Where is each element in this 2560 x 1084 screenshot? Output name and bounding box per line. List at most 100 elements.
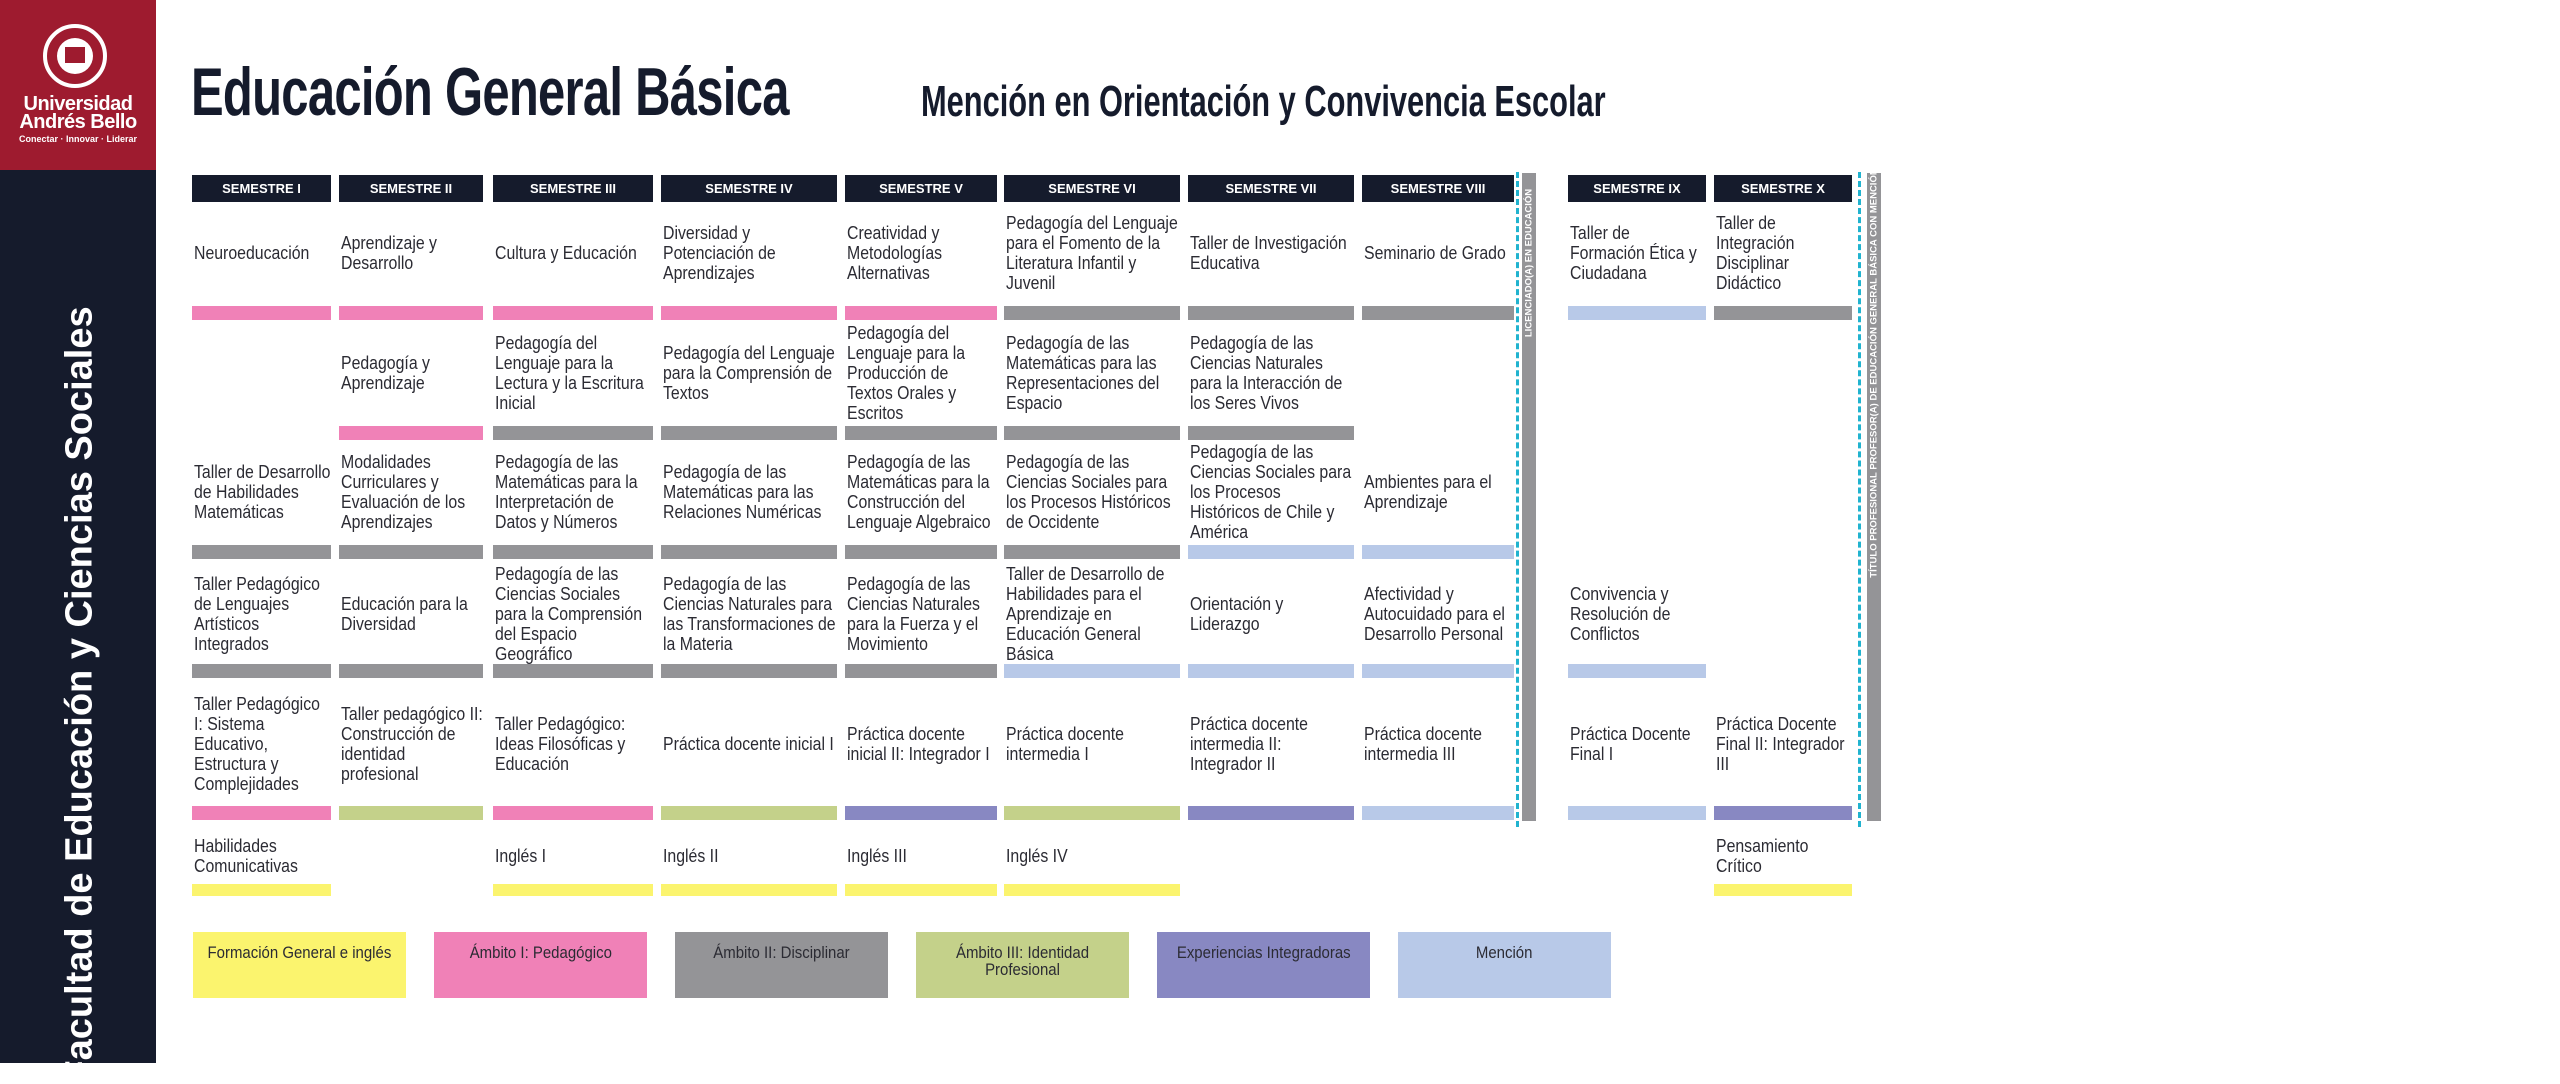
course-name: Pedagogía de las Ciencias Naturales para… — [663, 574, 836, 654]
course-category-bar — [493, 426, 653, 440]
course-name: Pedagogía y Aprendizaje — [341, 353, 430, 393]
legend-item: Mención — [1398, 932, 1611, 998]
course-name: Pedagogía de las Matemáticas para las Re… — [663, 462, 822, 522]
course-name: Inglés I — [495, 846, 547, 866]
course-name: Convivencia y Resolución de Conflictos — [1570, 584, 1671, 644]
course-name: Orientación y Liderazgo — [1190, 594, 1284, 634]
course-name: Pensamiento Crítico — [1716, 836, 1809, 876]
legend-label: Ámbito I: Pedagógico — [469, 943, 612, 962]
course-name: Práctica docente inicial II: Integrador … — [847, 724, 990, 764]
course-name: Taller de Desarrollo de Habilidades para… — [1006, 564, 1165, 664]
course-name: Pedagogía de las Ciencias Sociales para … — [495, 564, 643, 664]
logo-tagline: Conectar · Innovar · Liderar — [18, 134, 138, 144]
university-logo[interactable]: Universidad Andrés Bello Conectar · Inno… — [0, 0, 156, 170]
course-name: Pedagogía de las Ciencias Sociales para … — [1006, 452, 1171, 532]
course-category-bar — [1362, 806, 1514, 820]
legend-item: Ámbito I: Pedagógico — [434, 932, 647, 998]
course-name: Diversidad y Potenciación de Aprendizaje… — [663, 223, 776, 283]
course-name: Inglés III — [847, 846, 907, 866]
course-category-bar — [192, 545, 331, 559]
course-category-bar — [845, 806, 997, 820]
titulo-divider — [1858, 172, 1861, 827]
course-name: Pedagogía de las Matemáticas para la Int… — [495, 452, 638, 532]
course-category-bar — [1714, 884, 1852, 896]
legend-label: Experiencias Integradoras — [1176, 943, 1351, 962]
course-category-bar — [493, 306, 653, 320]
semester-header: SEMESTRE I — [192, 175, 331, 202]
course-category-bar — [661, 306, 837, 320]
course-name: Pedagogía de las Ciencias Naturales para… — [1190, 333, 1343, 413]
course-name: Cultura y Educación — [495, 243, 637, 263]
course-category-bar — [339, 426, 483, 440]
course-category-bar — [192, 806, 331, 820]
course-category-bar — [1362, 664, 1514, 678]
licenciatura-bar: LICENCIADO(A) EN EDUCACIÓN — [1522, 173, 1536, 821]
course-category-bar — [1714, 806, 1852, 820]
course-category-bar — [493, 884, 653, 896]
semester-header: SEMESTRE II — [339, 175, 483, 202]
course-name: Pedagogía del Lenguaje para la Lectura y… — [495, 333, 644, 413]
course-name: Modalidades Curriculares y Evaluación de… — [341, 452, 466, 532]
course-name: Práctica docente intermedia I — [1006, 724, 1124, 764]
semester-header: SEMESTRE X — [1714, 175, 1852, 202]
course-category-bar — [1714, 306, 1852, 320]
semester-header: SEMESTRE IX — [1568, 175, 1706, 202]
course-category-bar — [339, 806, 483, 820]
course-name: Pedagogía de las Matemáticas para la Con… — [847, 452, 991, 532]
course-name: Pedagogía de las Ciencias Sociales para … — [1190, 442, 1352, 542]
course-category-bar — [493, 664, 653, 678]
course-category-bar — [661, 426, 837, 440]
course-category-bar — [192, 306, 331, 320]
course-category-bar — [192, 884, 331, 896]
semester-column: SEMESTRE V Creatividad y Metodologías Alt… — [845, 175, 997, 896]
semester-header: SEMESTRE VIII — [1362, 175, 1514, 202]
course-category-bar — [1188, 664, 1354, 678]
course-category-bar — [1188, 545, 1354, 559]
course-name: Práctica docente inicial I — [663, 734, 834, 754]
course-name: Educación para la Diversidad — [341, 594, 468, 634]
course-category-bar — [1004, 306, 1180, 320]
course-name: Creatividad y Metodologías Alternativas — [847, 223, 943, 283]
legend-item: Formación General e inglés — [193, 932, 406, 998]
faculty-name: Facultad de Educación y Ciencias Sociale… — [58, 306, 101, 1084]
course-name: Neuroeducación — [194, 243, 310, 263]
legend-item: Experiencias Integradoras — [1157, 932, 1370, 998]
logo-line-2: Andrés Bello — [19, 111, 137, 133]
course-name: Pedagogía del Lenguaje para la Producció… — [847, 323, 966, 423]
course-name: Pedagogía del Lenguaje para la Comprensi… — [663, 343, 835, 403]
course-name: Taller Pedagógico de Lenguajes Artístico… — [194, 574, 320, 654]
university-seal-icon — [43, 24, 107, 88]
page-title-block: Educación General Básica Mención en Orie… — [191, 54, 1606, 130]
course-name: Taller Pedagógico: Ideas Filosóficas y E… — [495, 714, 626, 774]
course-name: Habilidades Comunicativas — [194, 836, 298, 876]
course-category-bar — [661, 884, 837, 896]
course-category-bar — [845, 664, 997, 678]
legend-item: Ámbito II: Disciplinar — [675, 932, 888, 998]
course-category-bar — [1004, 884, 1180, 896]
course-category-bar — [845, 426, 997, 440]
course-name: Pedagogía de las Ciencias Naturales para… — [847, 574, 980, 654]
legend-item: Ámbito III: Identidad Profesional — [916, 932, 1129, 998]
page-title: Educación General Básica — [191, 54, 789, 130]
course-name: Inglés IV — [1006, 846, 1068, 866]
semester-header: SEMESTRE VI — [1004, 175, 1180, 202]
course-category-bar — [339, 664, 483, 678]
course-name: Práctica docente intermedia II: Integrad… — [1190, 714, 1308, 774]
course-category-bar — [1188, 806, 1354, 820]
semester-header: SEMESTRE V — [845, 175, 997, 202]
course-name: Taller de Investigación Educativa — [1190, 233, 1347, 273]
semester-header: SEMESTRE III — [493, 175, 653, 202]
course-name: Práctica docente intermedia III — [1364, 724, 1482, 764]
course-category-bar — [845, 306, 997, 320]
course-name: Afectividad y Autocuidado para el Desarr… — [1364, 584, 1505, 644]
page-subtitle: Mención en Orientación y Convivencia Esc… — [921, 77, 1606, 126]
titulo-bar: TÍTULO PROFESIONAL PROFESOR(A) DE EDUCAC… — [1867, 168, 1881, 821]
course-category-bar — [845, 884, 997, 896]
course-category-bar — [339, 545, 483, 559]
course-name: Taller Pedagógico I: Sistema Educativo, … — [194, 694, 320, 794]
